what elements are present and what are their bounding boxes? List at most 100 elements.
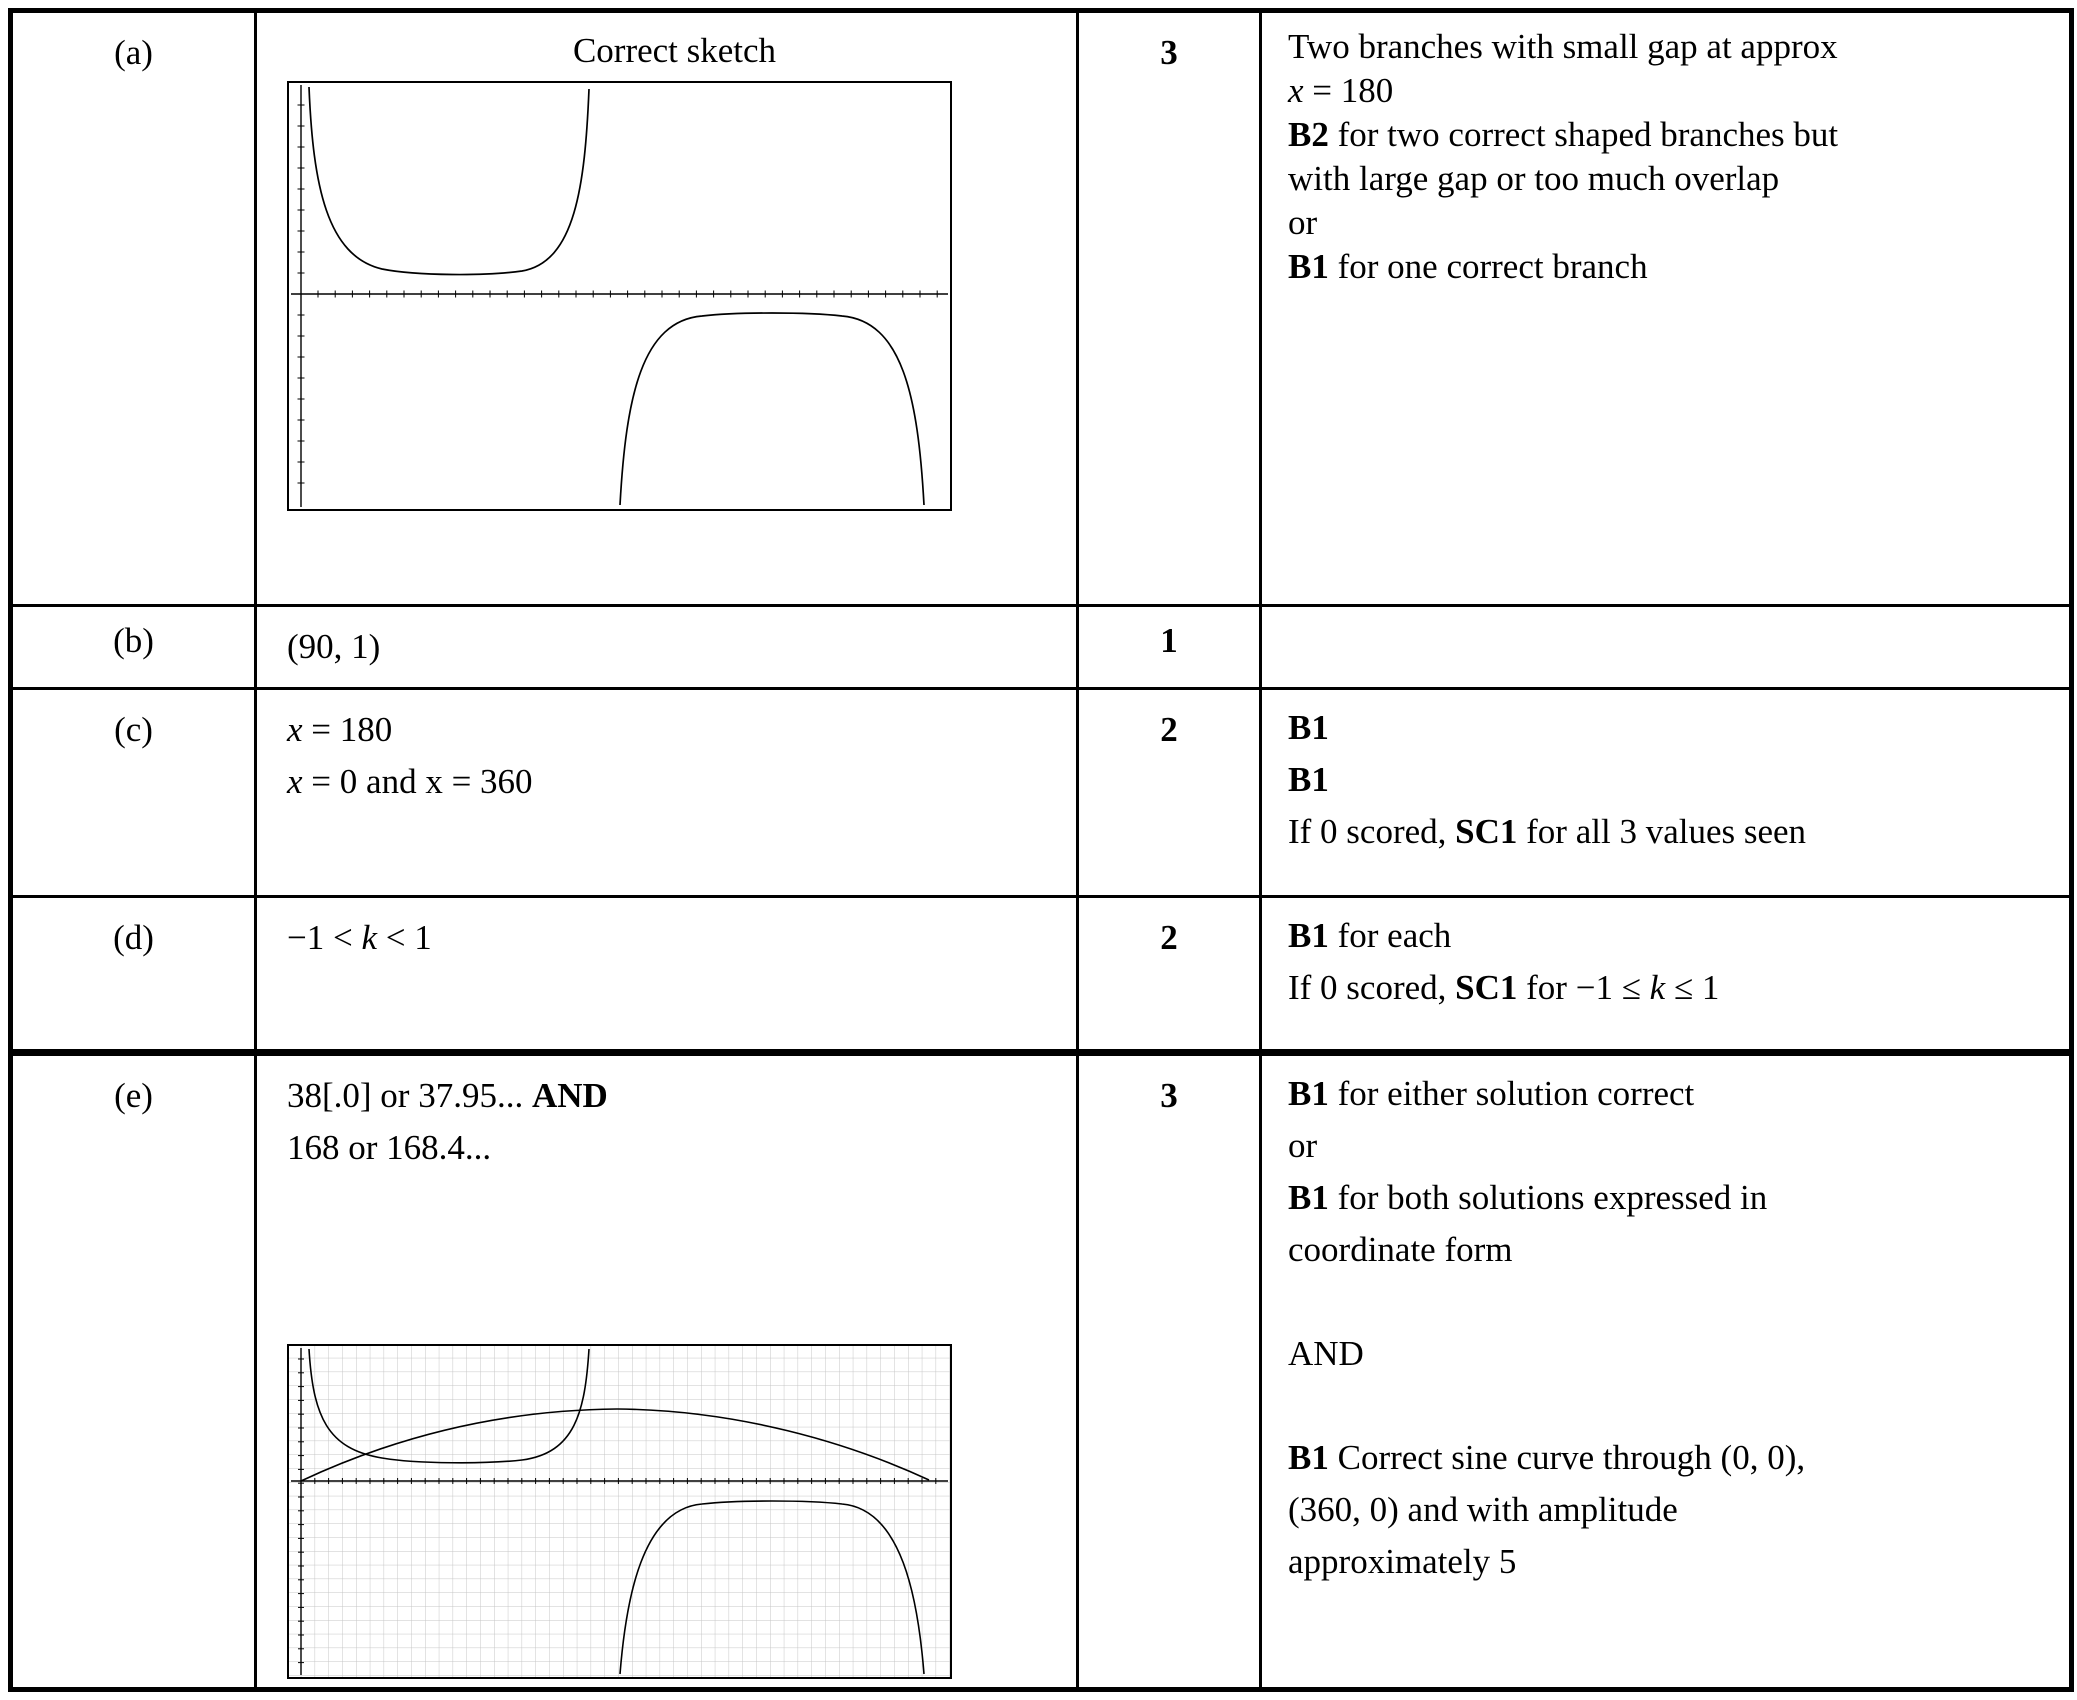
text-run: B1 [1288,760,1329,799]
plot-border [287,81,952,511]
cosec-upper-branch [308,1348,590,1464]
text-run: Correct sine curve through (0, 0), [1328,1438,1806,1477]
text-run: B1 [1288,916,1329,955]
y-axis-ticks [298,1358,304,1664]
text-run: B1 [1288,1178,1329,1217]
text-run: (360, 0) and with amplitude [1288,1490,1678,1529]
text-line: with large gap or too much overlap [1288,157,2051,201]
text-run: approximately 5 [1288,1542,1517,1581]
y-axis-ticks [297,104,305,484]
text-run: k [1649,968,1666,1007]
cosec-lower-branch [619,1500,925,1675]
text-line: −1 < k < 1 [287,912,1062,964]
text-run: AND [1288,1334,1364,1373]
row-b: (b) (90, 1) 1 [9,604,2073,690]
text-run: x [287,710,303,749]
text-line: approximately 5 [1288,1536,2051,1588]
cosec-sketch-graph [287,81,952,511]
mark-scheme-table: (a) Correct sketch 3 Two branches with s… [8,8,2074,1692]
text-line: or [1288,201,2051,245]
x-axis-ticks [314,1478,937,1484]
row-a: (a) Correct sketch 3 Two branches with s… [9,9,2073,607]
text-run: SC1 [1455,968,1518,1007]
text-line: If 0 scored, SC1 for −1 ≤ k ≤ 1 [1288,962,2051,1014]
sine-curve [300,1408,930,1482]
text-line: B1 [1288,754,2051,806]
text-run: B1 [1288,708,1329,747]
text-line [1288,1276,2051,1328]
text-line: B1 for each [1288,910,2051,962]
marks-a: 3 [1076,9,1262,607]
text-run: = 0 and x = 360 [302,762,533,801]
sketch-title: Correct sketch [572,31,777,70]
text-run: or [1288,1126,1318,1165]
text-run: for two correct shaped branches but [1328,115,1839,154]
guidance-a: Two branches with small gap at approx x =… [1259,9,2073,607]
text-line: x = 0 and x = 360 [287,756,1062,808]
text-run: B2 [1288,115,1329,154]
text-run: Two branches with small gap at approx [1288,27,1838,66]
text-line: or [1288,1120,2051,1172]
marks-d: 2 [1076,895,1262,1054]
text-run: SC1 [1455,812,1518,851]
answer-text-e: 38[.0] or 37.95... AND 168 or 168.4... [287,1070,1062,1174]
text-run: (90, 1) [287,627,381,666]
document-page: { "document": { "type": "mark-scheme-tab… [0,8,2077,1700]
text-line: (90, 1) [287,621,1062,673]
part-label-b: (b) [9,604,257,690]
text-run: for each [1328,916,1452,955]
answer-cell-a: Correct sketch [254,9,1079,607]
text-line: If 0 scored, SC1 for all 3 values seen [1288,806,2051,858]
text-run: for both solutions expressed in [1328,1178,1768,1217]
text-line: 38[.0] or 37.95... AND [287,1070,1062,1122]
text-run: −1 < [287,918,362,957]
text-line: B2 for two correct shaped branches but [1288,113,2051,157]
x-axis-ticks [317,290,938,298]
text-run: 168 or 168.4... [287,1128,492,1167]
marks-e: 3 [1076,1049,1262,1691]
text-run: k [361,918,378,957]
text-run: ≤ 1 [1665,968,1720,1007]
text-run: coordinate form [1288,1230,1513,1269]
part-label-a: (a) [9,9,257,607]
text-line: x = 180 [287,704,1062,756]
text-run: or [1288,203,1318,242]
text-line [1288,1380,2051,1432]
guidance-b [1259,604,2073,690]
text-line: Two branches with small gap at approx [1288,25,2051,69]
text-line: B1 for both solutions expressed in [1288,1172,2051,1224]
text-run: B1 [1288,1074,1329,1113]
answer-cell-b: (90, 1) [254,604,1079,690]
part-label-e: (e) [9,1049,257,1691]
text-run: = 180 [302,710,393,749]
text-run: < 1 [377,918,432,957]
answer-cell-d: −1 < k < 1 [254,895,1079,1054]
text-run: for all 3 values seen [1517,812,1807,851]
text-run: x [287,762,303,801]
text-line: B1 for either solution correct [1288,1068,2051,1120]
text-line: B1 [1288,702,2051,754]
cosec-upper-branch [308,86,590,276]
text-run: x [1288,71,1304,110]
text-run: for either solution correct [1328,1074,1695,1113]
text-run: If 0 scored, [1288,812,1456,851]
part-label-d: (d) [9,895,257,1054]
text-run: for one correct branch [1328,247,1648,286]
text-run: = 180 [1303,71,1394,110]
text-line: AND [1288,1328,2051,1380]
text-run: B1 [1288,247,1329,286]
text-run: with large gap or too much overlap [1288,159,1780,198]
text-line: B1 Correct sine curve through (0, 0), [1288,1432,2051,1484]
row-e: (e) 38[.0] or 37.95... AND 168 or 168.4..… [9,1049,2073,1691]
text-run: for −1 ≤ [1517,968,1650,1007]
text-run: AND [531,1076,608,1115]
marks-b: 1 [1076,604,1262,690]
text-line: 168 or 168.4... [287,1122,1062,1174]
solution-sketch-graph [287,1344,952,1679]
